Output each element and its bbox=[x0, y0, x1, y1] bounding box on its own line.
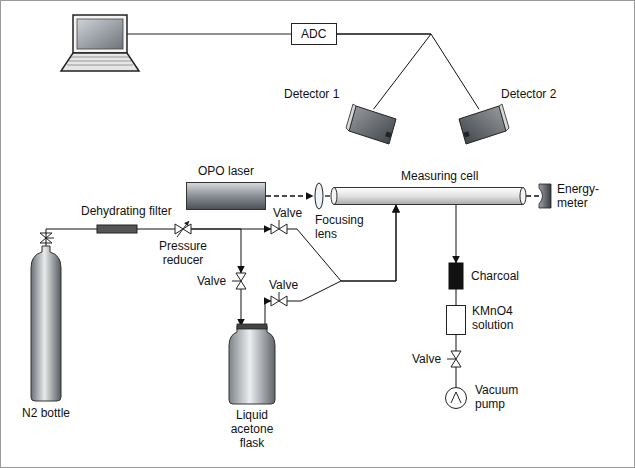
measuring-cell: Measuring cell bbox=[331, 187, 526, 205]
part-label: Dehydrating filter bbox=[81, 204, 172, 218]
adc-box: ADC bbox=[291, 23, 337, 45]
part-label: Valve bbox=[412, 352, 441, 366]
valve-shape bbox=[271, 295, 287, 307]
focusing-lens-shape bbox=[313, 183, 325, 209]
measuring-cell-shape bbox=[331, 187, 526, 205]
part-label: Valve bbox=[269, 278, 298, 292]
part-label: Valve bbox=[197, 274, 226, 288]
laptop-computer bbox=[61, 15, 291, 71]
dehydrating-filter-shape bbox=[97, 225, 137, 233]
focusing-lens: Focusing lens bbox=[313, 183, 325, 209]
gas-line bbox=[337, 34, 479, 109]
acetone-flask-shape bbox=[229, 326, 275, 404]
valve: Valve bbox=[271, 223, 287, 235]
laser-box: OPO laser bbox=[186, 182, 266, 210]
laser-box-shape bbox=[186, 182, 266, 210]
box-label: ADC bbox=[301, 27, 326, 41]
laser-beam bbox=[266, 195, 313, 196]
part-label: Charcoal bbox=[471, 269, 519, 283]
part-label: Valve bbox=[273, 206, 302, 220]
gas-line bbox=[337, 34, 431, 109]
energy-meter: Energy-meter bbox=[539, 184, 551, 208]
pressure-reducer-shape bbox=[175, 221, 191, 237]
part-label: N2 bottle bbox=[22, 406, 70, 420]
gas-line bbox=[456, 205, 457, 263]
valve-shape bbox=[235, 273, 247, 289]
detector: Detector 1 bbox=[346, 106, 396, 146]
part-label: Liquid acetone flask bbox=[225, 408, 279, 450]
part-label: Focusing lens bbox=[315, 213, 369, 241]
wash-bottle: KMnO4 solution bbox=[446, 305, 466, 335]
gas-line bbox=[265, 301, 271, 326]
gas-line bbox=[456, 289, 457, 305]
gas-line bbox=[456, 335, 457, 351]
dehydrating-filter: Dehydrating filter bbox=[97, 225, 137, 233]
valve-shape bbox=[450, 351, 462, 367]
part-label: Detector 1 bbox=[284, 87, 339, 101]
part-label: Detector 2 bbox=[501, 87, 556, 101]
charcoal-filter: Charcoal bbox=[449, 263, 463, 289]
valve: Valve bbox=[235, 273, 247, 289]
valve: Valve bbox=[450, 351, 462, 367]
charcoal-filter-shape bbox=[449, 263, 463, 289]
gas-line bbox=[46, 229, 97, 246]
gas-line bbox=[287, 205, 396, 301]
gas-bottle-shape bbox=[31, 246, 61, 401]
pressure-reducer: Pressure reducer bbox=[175, 221, 191, 237]
gas-bottle: N2 bottle bbox=[31, 246, 61, 401]
detector-shape bbox=[346, 106, 396, 146]
gas-line bbox=[287, 205, 396, 281]
energy-meter-shape bbox=[539, 184, 551, 208]
wash-bottle-shape bbox=[446, 305, 466, 335]
vacuum-pump: Vacuum pump bbox=[445, 387, 467, 409]
detector-shape bbox=[459, 106, 509, 146]
valve-shape bbox=[271, 223, 287, 235]
laser-beam bbox=[325, 195, 331, 196]
gas-line bbox=[241, 289, 242, 326]
part-label: KMnO4 solution bbox=[472, 304, 534, 332]
part-label: Pressure reducer bbox=[154, 239, 212, 267]
acetone-flask: Liquid acetone flask bbox=[229, 326, 275, 404]
laser-beam bbox=[526, 195, 539, 196]
part-label: Measuring cell bbox=[401, 169, 478, 183]
part-label: OPO laser bbox=[198, 164, 254, 178]
gas-line bbox=[137, 229, 175, 230]
gas-line bbox=[456, 367, 457, 387]
detector: Detector 2 bbox=[459, 106, 509, 146]
part-label: Vacuum pump bbox=[475, 383, 531, 411]
bottle-valve bbox=[40, 233, 54, 243]
valve: Valve bbox=[271, 295, 287, 307]
vacuum-pump-shape bbox=[445, 387, 467, 409]
part-label: Energy-meter bbox=[557, 182, 619, 210]
